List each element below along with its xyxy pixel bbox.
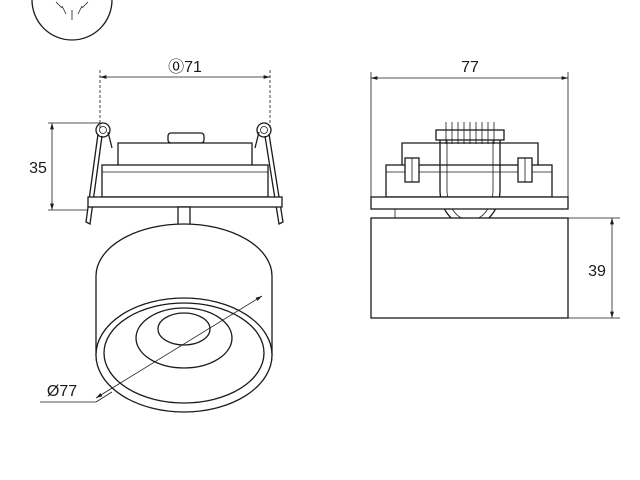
total-height-label: 35 — [29, 160, 47, 177]
side-driver-box — [385, 142, 553, 198]
side-width-label: 77 — [461, 59, 479, 76]
cylinder-housing — [95, 223, 273, 413]
driver-box — [101, 132, 269, 198]
side-flange — [370, 196, 569, 210]
housing-height-label: 39 — [588, 263, 606, 280]
sun-icon — [31, 0, 113, 41]
housing-diameter-label: Ø77 — [47, 383, 77, 400]
cutout-diameter-label: ⓪71 — [168, 58, 202, 76]
front-view: ⓪71 35 — [29, 58, 284, 413]
coil-turns — [445, 122, 495, 144]
side-view: 77 — [370, 59, 620, 319]
housing-height-dimension: 39 — [568, 217, 620, 319]
width-dimension: 77 — [370, 59, 569, 200]
housing-diameter-dimension: Ø77 — [40, 295, 263, 403]
spring-clip-left — [85, 122, 113, 225]
cutout-dimension: ⓪71 — [99, 58, 271, 130]
height-dimension: 35 — [29, 122, 100, 211]
spring-clip-right — [254, 122, 284, 225]
side-housing — [370, 217, 569, 319]
ceiling-flange — [87, 196, 283, 208]
